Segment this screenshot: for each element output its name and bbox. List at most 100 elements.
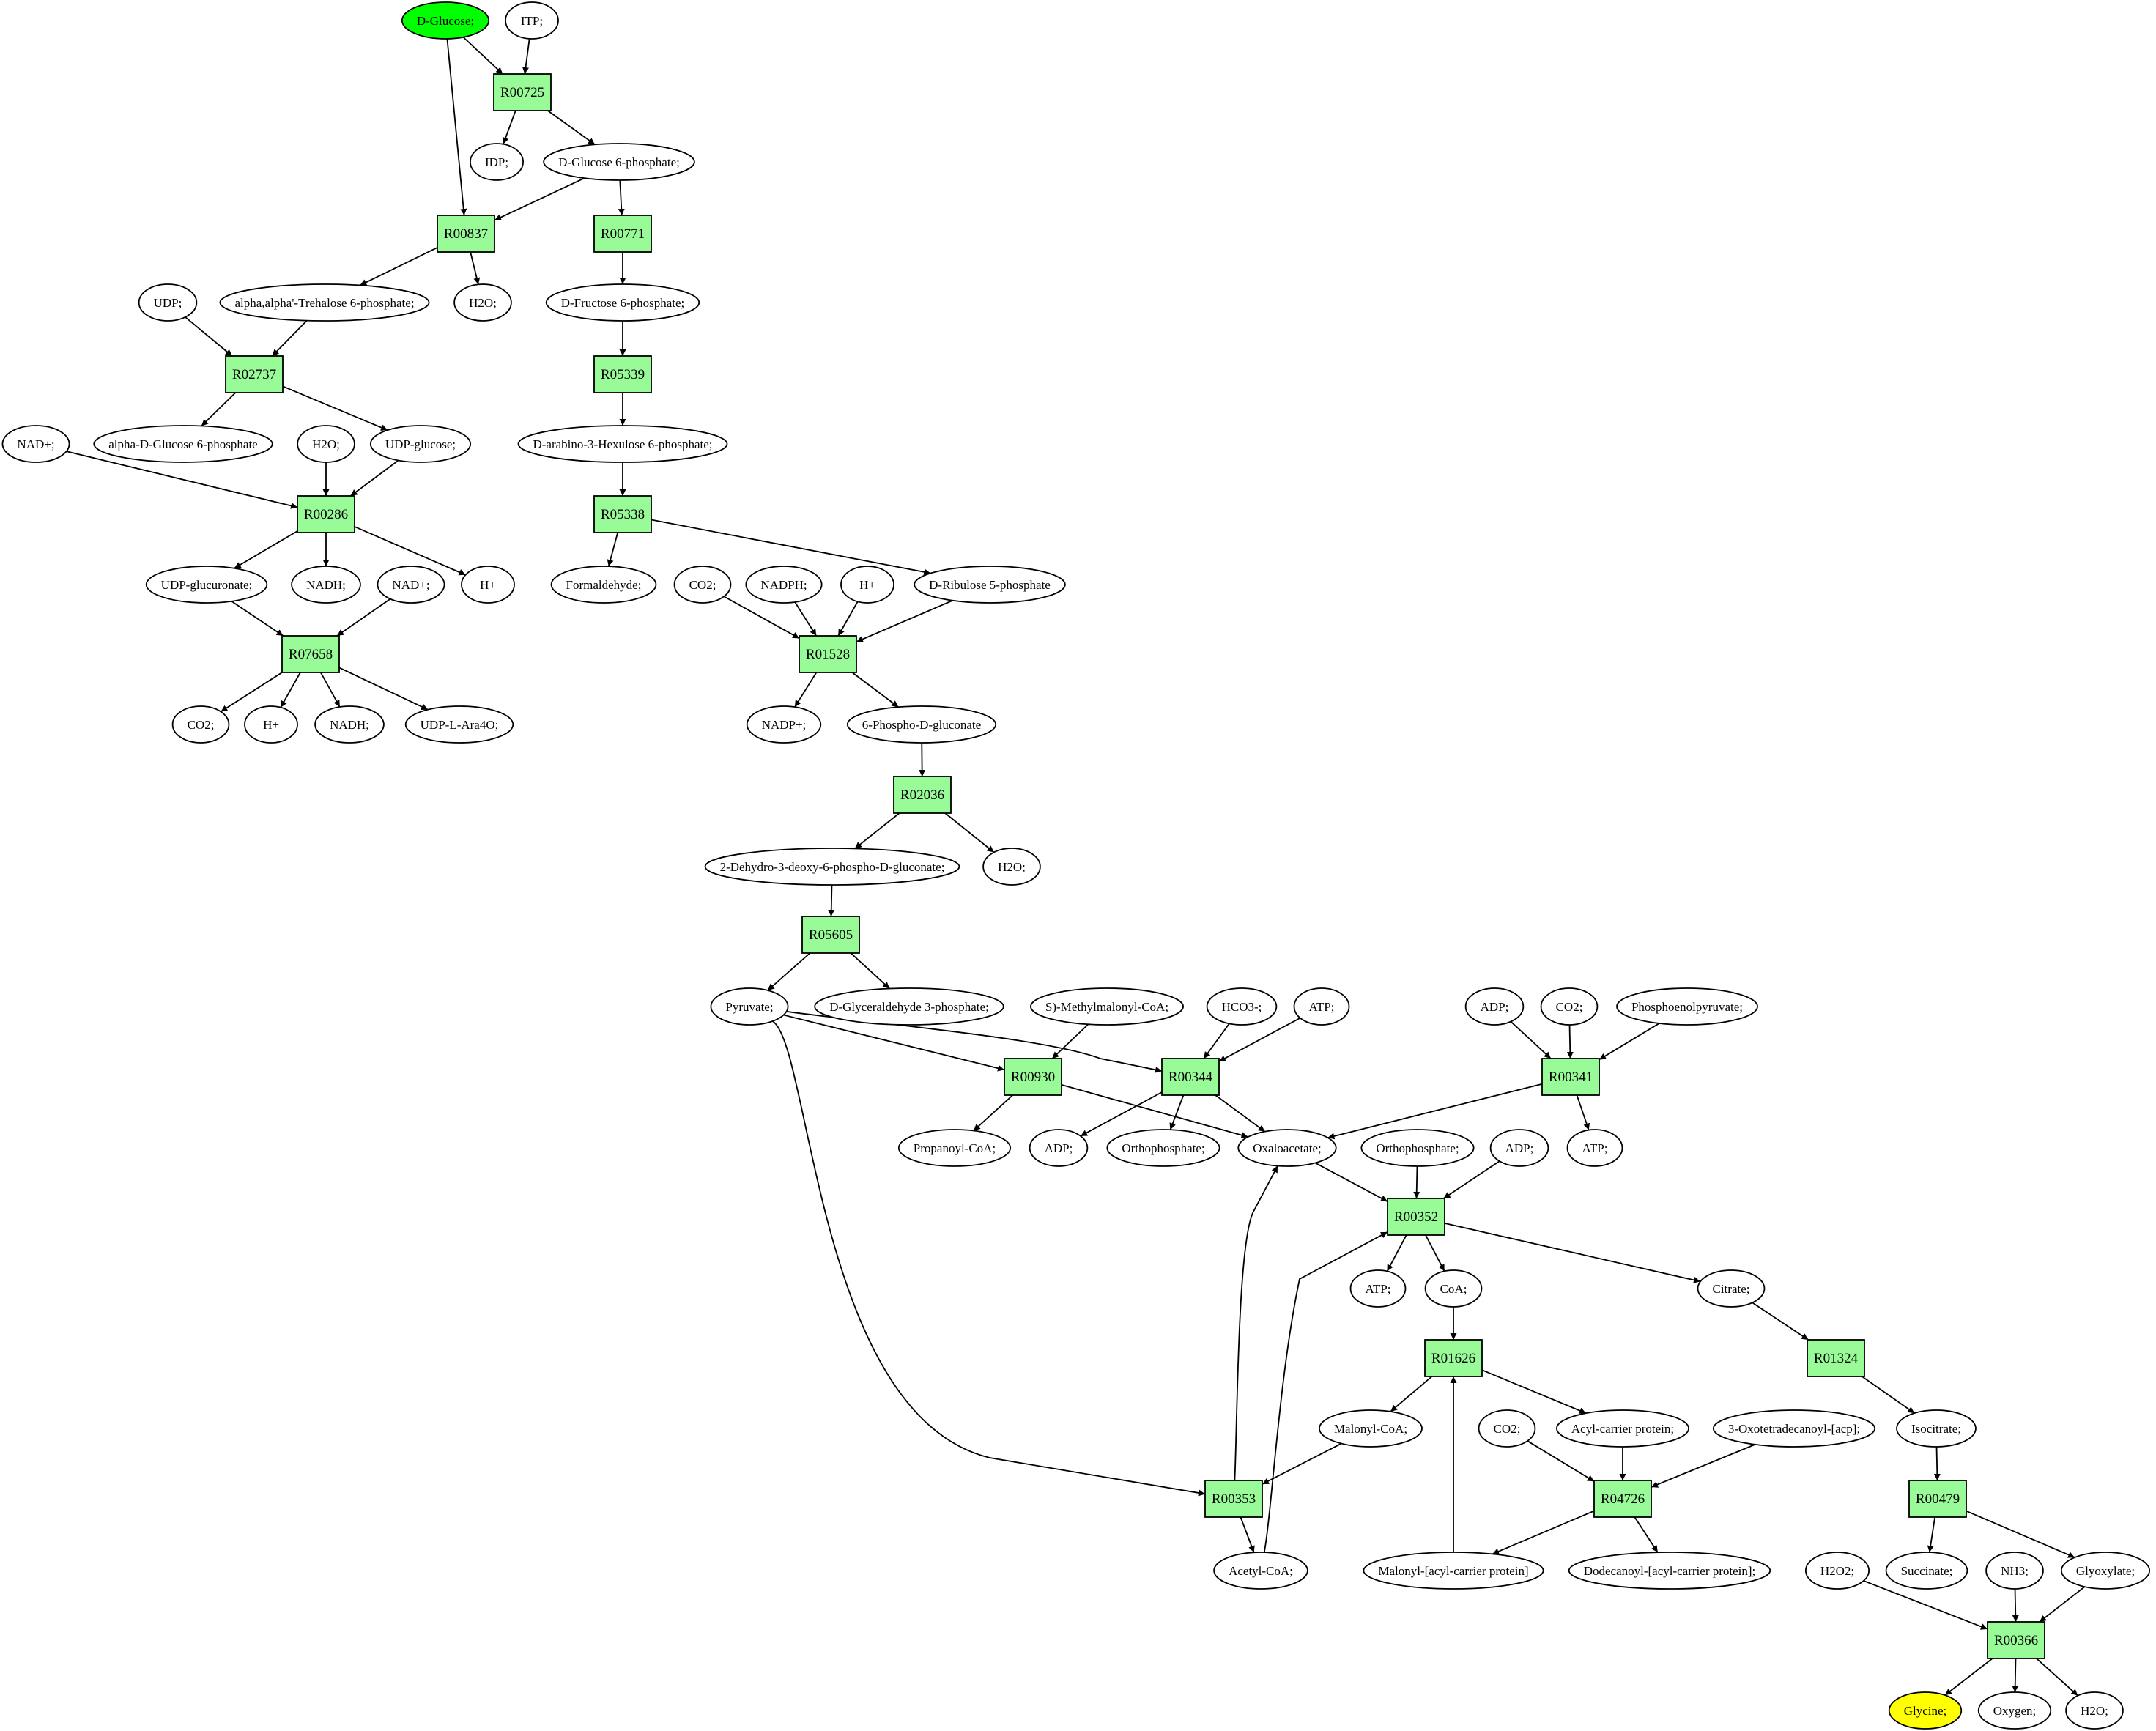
compound-node[interactable]: Malonyl-CoA; [1319,1409,1423,1448]
reaction-node[interactable]: R00930 [1004,1058,1062,1096]
compound-node[interactable]: H2O2; [1804,1552,1870,1590]
compound-node[interactable]: CO2; [1540,987,1599,1026]
compound-node[interactable]: H2O; [2065,1691,2124,1730]
compound-label: Orthophosphate; [1376,1141,1459,1155]
compound-node[interactable]: CO2; [171,705,230,744]
compound-node[interactable]: alpha,alpha'-Trehalose 6-phosphate; [219,283,430,322]
reaction-node[interactable]: R00341 [1541,1058,1600,1096]
reaction-node[interactable]: R00837 [437,215,495,253]
compound-ellipse [897,1129,1012,1167]
compound-node[interactable]: Acetyl-CoA; [1213,1552,1308,1590]
compound-node[interactable]: H2O; [453,283,512,322]
compound-node[interactable]: D-Ribulose 5-phosphate [914,566,1066,604]
compound-label: H2O; [312,437,340,451]
reaction-node[interactable]: R01528 [799,635,857,673]
reaction-node[interactable]: R05338 [593,495,652,533]
target-compound-node[interactable]: Glycine; [1888,1691,1963,1730]
reaction-node[interactable]: R00366 [1987,1621,2045,1659]
compound-node[interactable]: IDP; [470,143,524,181]
compound-node[interactable]: CoA; [1424,1269,1483,1308]
pathway-edge [2036,1658,2078,1697]
compound-node[interactable]: Propanoyl-CoA; [897,1129,1012,1167]
compound-node[interactable]: Phosphoenolpyruvate; [1616,987,1758,1026]
compound-node[interactable]: alpha-D-Glucose 6-phosphate [93,425,273,463]
compound-node[interactable]: H+ [461,566,515,604]
pathway-edge [618,179,625,216]
compound-node[interactable]: NAD+; [377,566,445,604]
compound-node[interactable]: Acyl-carrier protein; [1556,1409,1689,1448]
compound-node[interactable]: D-arabino-3-Hexulose 6-phosphate; [517,425,728,463]
compound-node[interactable]: Pyruvate; [710,987,789,1026]
compound-node[interactable]: ATP; [1566,1129,1623,1167]
compound-node[interactable]: Oxaloacetate; [1237,1129,1337,1167]
reaction-node[interactable]: R00352 [1387,1198,1445,1236]
compound-node[interactable]: Formaldehyde; [550,566,657,604]
compound-node[interactable]: NAD+; [1,425,70,463]
compound-node[interactable]: CO2; [673,566,732,604]
compound-ellipse [369,425,472,463]
compound-node[interactable]: ADP; [1464,987,1525,1026]
reaction-node[interactable]: R01626 [1424,1339,1483,1377]
compound-node[interactable]: CO2; [1478,1409,1536,1448]
compound-label: Formaldehyde; [566,578,642,592]
compound-node[interactable]: ADP; [1029,1129,1089,1167]
source-compound-node[interactable]: D-Glucose; [401,1,490,40]
compound-ellipse [1,425,70,463]
compound-label: Glycine; [1904,1704,1947,1718]
reaction-node[interactable]: R00771 [593,215,652,253]
compound-node[interactable]: D-Fructose 6-phosphate; [545,283,700,322]
reaction-node[interactable]: R00286 [297,495,355,533]
reaction-node[interactable]: R04726 [1593,1480,1652,1518]
pathway-edge [185,316,233,357]
compound-node[interactable]: H2O; [297,425,355,463]
pathway-edge [470,251,481,285]
reaction-node[interactable]: R01324 [1807,1339,1865,1377]
compound-label: CoA; [1440,1282,1467,1296]
compound-node[interactable]: 3-Oxotetradecanoyl-[acp]; [1712,1409,1876,1448]
reaction-label: R05338 [601,507,645,522]
reaction-node[interactable]: R05339 [593,355,652,393]
reaction-node[interactable]: R02036 [893,776,952,814]
compound-node[interactable]: Dodecanoyl-[acyl-carrier protein]; [1568,1552,1771,1590]
reaction-node[interactable]: R00725 [493,73,552,111]
reaction-node[interactable]: R00344 [1161,1058,1220,1096]
reaction-box [1004,1058,1062,1096]
compound-node[interactable]: 6-Phospho-D-gluconate [846,705,997,744]
compound-node[interactable]: UDP-glucose; [369,425,472,463]
compound-node[interactable]: Isocitrate; [1896,1409,1977,1448]
compound-node[interactable]: NADP+; [746,705,822,744]
compound-node[interactable]: Malonyl-[acyl-carrier protein] [1363,1552,1544,1590]
compound-node[interactable]: H+ [244,705,298,744]
compound-label: H+ [859,578,875,592]
reaction-node[interactable]: R00353 [1204,1480,1263,1518]
compound-node[interactable]: H+ [840,566,894,604]
compound-node[interactable]: ITP; [505,1,559,40]
reaction-label: R00344 [1168,1070,1213,1085]
compound-node[interactable]: ATP; [1349,1269,1407,1308]
compound-node[interactable]: D-Glucose 6-phosphate; [543,143,695,181]
reaction-node[interactable]: R02737 [225,355,284,393]
compound-node[interactable]: UDP-L-Ara4O; [404,705,514,744]
compound-node[interactable]: ADP; [1489,1129,1549,1167]
compound-node[interactable]: Orthophosphate; [1106,1129,1220,1167]
compound-node[interactable]: Succinate; [1885,1552,1968,1590]
compound-node[interactable]: Citrate; [1697,1269,1766,1308]
compound-node[interactable]: NH3; [1985,1552,2044,1590]
compound-node[interactable]: D-Glyceraldehyde 3-phosphate; [814,987,1004,1026]
compound-node[interactable]: Glyoxylate; [2060,1552,2151,1590]
reaction-node[interactable]: R05605 [801,916,860,954]
compound-node[interactable]: 2-Dehydro-3-deoxy-6-phospho-D-gluconate; [704,848,960,886]
compound-node[interactable]: UDP-glucuronate; [145,566,268,604]
compound-node[interactable]: Orthophosphate; [1360,1129,1475,1167]
compound-node[interactable]: UDP; [138,283,198,322]
compound-node[interactable]: NADH; [291,566,361,604]
compound-node[interactable]: NADPH; [745,566,823,604]
reaction-node[interactable]: R07658 [281,635,340,673]
compound-node[interactable]: H2O; [982,848,1041,886]
reaction-node[interactable]: R00479 [1908,1480,1967,1518]
compound-node[interactable]: Oxygen; [1977,1691,2052,1730]
compound-node[interactable]: S)-Methylmalonyl-CoA; [1030,987,1184,1026]
compound-node[interactable]: HCO3-; [1206,987,1278,1026]
compound-node[interactable]: ATP; [1293,987,1350,1026]
compound-node[interactable]: NADH; [314,705,385,744]
